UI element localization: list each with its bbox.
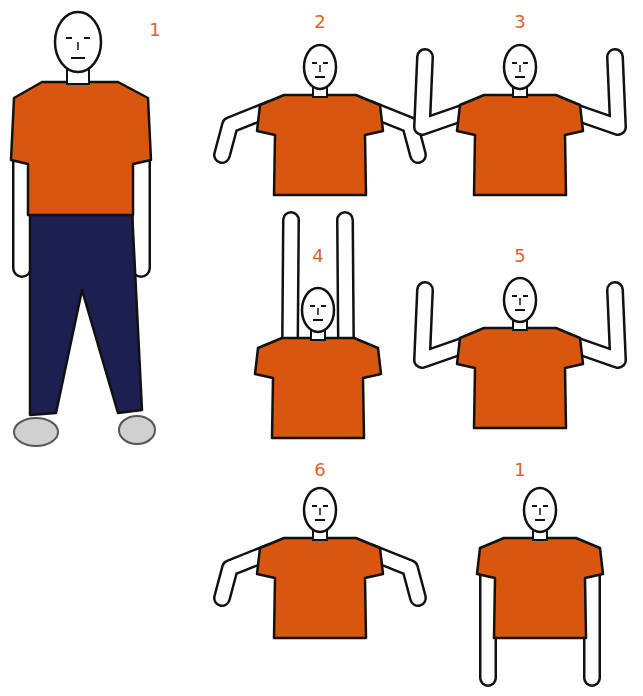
callout-number: 2 (312, 12, 327, 32)
standing-figure (11, 12, 155, 446)
pose-figure (422, 278, 618, 428)
callout-number: 1 (147, 20, 162, 40)
pose-figure (477, 488, 603, 678)
pose-figure (255, 220, 381, 438)
pose-figure (422, 45, 618, 195)
callout-number: 1 (512, 460, 527, 480)
callout-number: 4 (310, 246, 325, 266)
pose-figure (222, 488, 418, 638)
callout-number: 3 (512, 12, 527, 32)
callout-number: 6 (312, 460, 327, 480)
callout-number: 5 (512, 246, 527, 266)
pose-figure (222, 45, 418, 195)
